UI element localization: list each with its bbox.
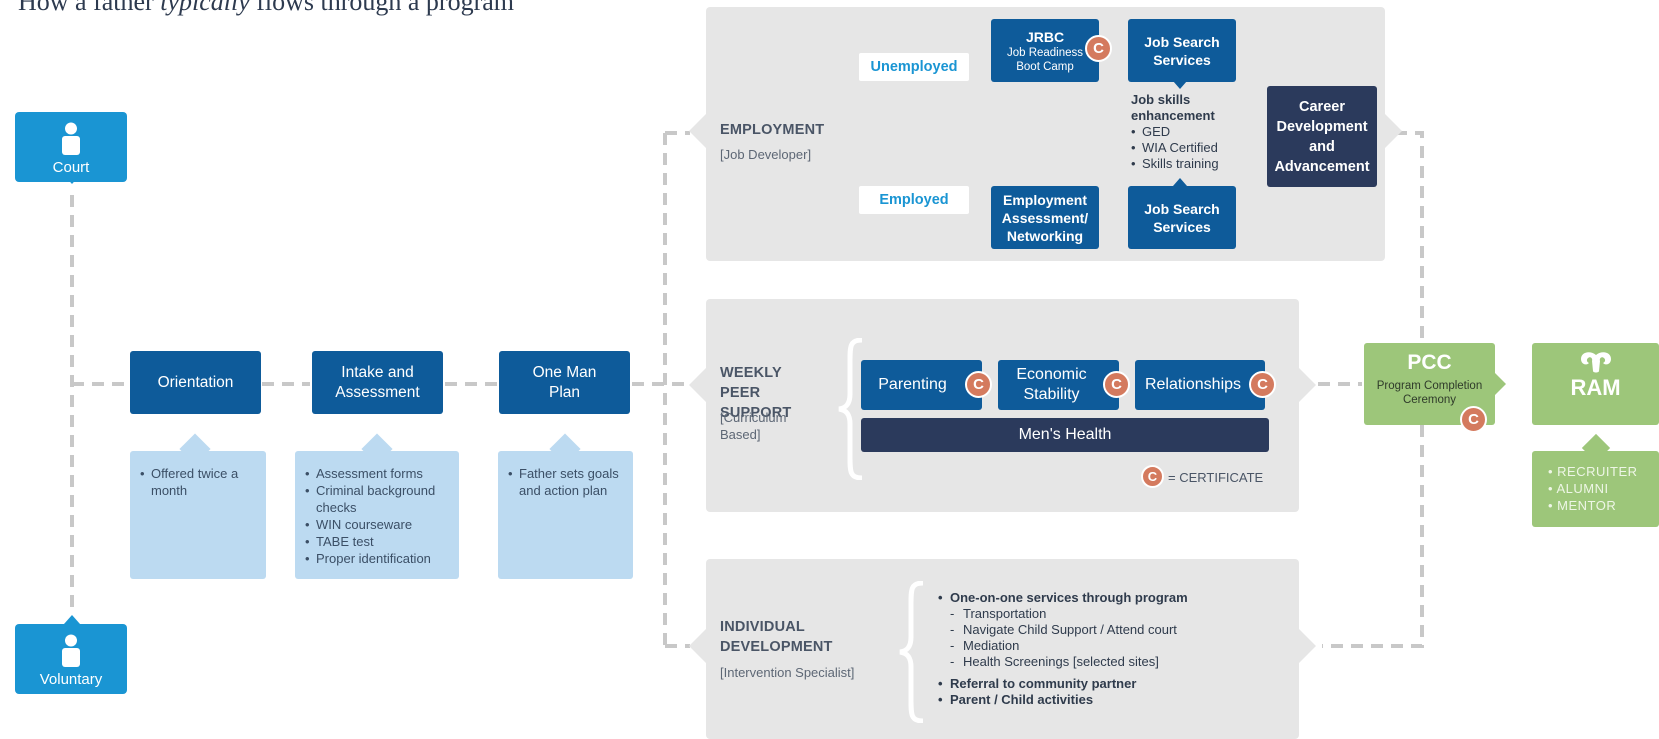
unemployed-pill: Unemployed [859, 53, 969, 81]
job-search-bottom-pointer [1173, 178, 1187, 186]
certificate-icon: C [1103, 371, 1130, 398]
job-search-services-top: Job Search Services [1128, 19, 1236, 82]
service-subitem: Navigate Child Support / Attend court [938, 622, 1258, 638]
ram-head-icon [1580, 352, 1611, 373]
mens-health-bar: Men's Health [861, 418, 1269, 452]
voluntary-label: Voluntary [39, 671, 103, 688]
certificate-icon: C [1249, 371, 1276, 398]
ram-label: RAM [1570, 375, 1621, 400]
service-subitem: Transportation [938, 606, 1258, 622]
service-item: Parent / Child activities [938, 692, 1258, 708]
job-skills-heading: Job skills enhancement [1131, 92, 1215, 123]
court-label: Court [52, 159, 90, 176]
individual-role: [Intervention Specialist] [720, 665, 855, 680]
service-subitem: Health Screenings [selected sites] [938, 654, 1258, 670]
service-item: One-on-one services through program [938, 590, 1258, 606]
certificate-icon: C [965, 371, 992, 398]
one-man-plan-label: One Man Plan [532, 363, 597, 401]
note-item: WIN courseware [305, 516, 449, 533]
person-icon [62, 634, 80, 667]
employment-heading: EMPLOYMENT [720, 122, 825, 138]
pcc-full: Program Completion Ceremony [1376, 380, 1483, 406]
career-development-label: Career Development and Advancement [1274, 98, 1370, 175]
note-item: TABE test [305, 533, 449, 550]
skill-item: GED [1131, 124, 1257, 140]
certificate-legend-text: = CERTIFICATE [1168, 470, 1264, 485]
orientation-step: Orientation [130, 351, 261, 414]
peer-heading: WEEKLY PEER SUPPORT [720, 365, 792, 421]
job-search-label: Job Search Services [1144, 33, 1220, 68]
employment-assessment-box: Employment Assessment/ Networking [991, 186, 1099, 249]
court-source: Court [15, 112, 127, 182]
page-title: How a father typically flows through a p… [18, 0, 515, 16]
jrbc-box: JRBC Job Readiness Boot Camp [991, 19, 1099, 82]
ram-box: RAM [1532, 343, 1659, 425]
voluntary-pointer [64, 615, 80, 624]
certificate-icon: C [1460, 406, 1487, 433]
orientation-note: Offered twice a month [130, 451, 266, 579]
person-icon [62, 122, 80, 155]
employed-pill: Employed [859, 186, 969, 214]
employment-role: [Job Developer] [720, 147, 812, 162]
skill-item: WIA Certified [1131, 140, 1257, 156]
intake-note: Assessment forms Criminal background che… [295, 451, 459, 579]
service-item: Referral to community partner [938, 676, 1258, 692]
note-item: Offered twice a month [140, 465, 256, 499]
individual-heading: INDIVIDUAL DEVELOPMENT [720, 619, 833, 655]
one-man-plan-step: One Man Plan [499, 351, 630, 414]
employment-assessment-label: Employment Assessment/ Networking [1001, 191, 1089, 244]
jrbc-subtitle: Job Readiness Boot Camp [1006, 46, 1084, 73]
peer-role: [Curriculum Based] [720, 410, 787, 442]
relationships-module: Relationships [1135, 360, 1265, 410]
intake-assessment-step: Intake and Assessment [312, 351, 443, 414]
pcc-abbr: PCC [1407, 351, 1452, 374]
skill-item: Skills training [1131, 156, 1257, 172]
note-item: Father sets goals and action plan [508, 465, 623, 499]
plan-note: Father sets goals and action plan [498, 451, 633, 579]
job-search-label: Job Search Services [1144, 200, 1220, 235]
service-subitem: Mediation [938, 638, 1258, 654]
ram-role: • ALUMNI [1548, 481, 1609, 496]
jrbc-title: JRBC [1025, 28, 1065, 45]
individual-brace [899, 581, 924, 723]
ram-role: • RECRUITER [1548, 464, 1638, 479]
peer-brace [838, 338, 863, 480]
certificate-icon: C [1085, 35, 1112, 62]
individual-services-list: One-on-one services through program Tran… [938, 590, 1258, 708]
certificate-legend-icon: C [1141, 465, 1164, 488]
voluntary-source: Voluntary [15, 624, 127, 694]
ram-role: • MENTOR [1548, 498, 1617, 513]
note-item: Criminal background checks [305, 482, 449, 516]
economic-stability-label: Economic Stability [1016, 366, 1087, 403]
parenting-module: Parenting [861, 360, 982, 410]
court-pointer [64, 175, 80, 184]
ram-roles-box: • RECRUITER • ALUMNI • MENTOR [1532, 451, 1659, 527]
note-item: Assessment forms [305, 465, 449, 482]
job-search-services-bottom: Job Search Services [1128, 186, 1236, 249]
economic-stability-module: Economic Stability [998, 360, 1119, 410]
pcc-pointer [1495, 373, 1506, 395]
note-item: Proper identification [305, 550, 449, 567]
job-skills-list: Job skills enhancement GED WIA Certified… [1131, 92, 1257, 172]
career-development-box: Career Development and Advancement [1267, 86, 1377, 187]
intake-assessment-label: Intake and Assessment [335, 363, 420, 401]
job-search-top-pointer [1173, 81, 1187, 89]
